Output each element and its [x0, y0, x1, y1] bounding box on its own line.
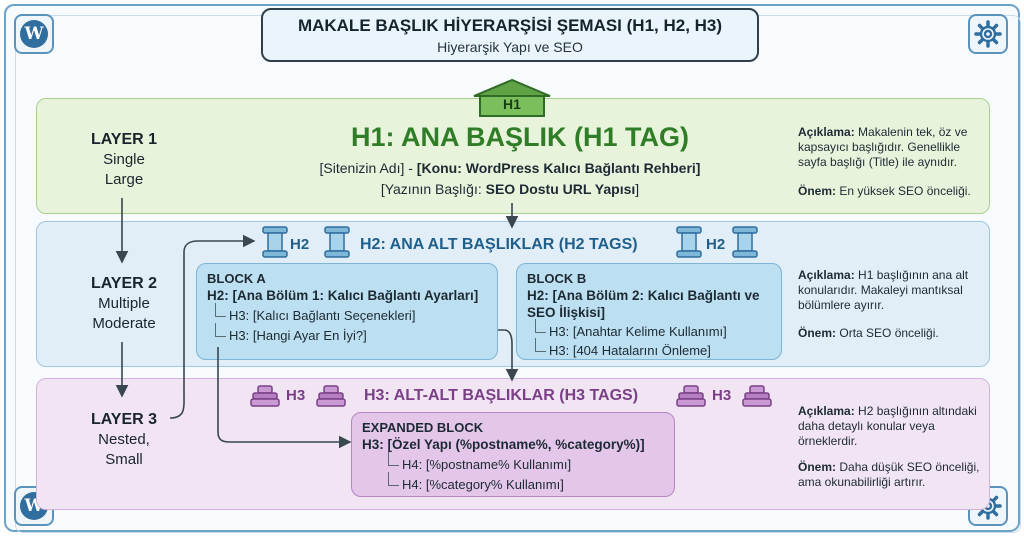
layer2-label: LAYER 2 Multiple Moderate — [58, 274, 190, 334]
h1-line-post-end: ] — [635, 181, 640, 197]
diagram-title-box: MAKALE BAŞLIK HİYERARŞİSİ ŞEMASI (H1, H2… — [261, 8, 759, 62]
wordpress-icon: W — [14, 14, 54, 54]
h1-line-post: [Yazının Başlığı: SEO Dostu URL Yapısı] — [240, 181, 780, 197]
stack-icon — [676, 385, 706, 407]
block-a-item: H3: [Hangi Ayar En İyi?] — [207, 323, 487, 344]
pillar-icon — [676, 226, 702, 258]
h3-badge-right: H3 — [712, 387, 732, 404]
pillar-icon — [262, 226, 288, 258]
layer3-desc-label: Açıklama: — [798, 404, 855, 418]
layer1-band — [36, 98, 990, 214]
layer2-line1: Multiple — [98, 295, 150, 312]
layer3-label: LAYER 3 Nested, Small — [58, 410, 190, 470]
layer3-importance: Önem: Daha düşük SEO önceliği, ama okuna… — [798, 460, 980, 490]
layer1-name: LAYER 1 — [90, 131, 158, 148]
expanded-block: EXPANDED BLOCK H3: [Özel Yapı (%postname… — [351, 412, 675, 497]
layer1-importance-text: En yüksek SEO önceliği. — [839, 184, 971, 198]
block-a-title: BLOCK A — [207, 271, 266, 286]
layer3-line1: Nested, — [98, 431, 150, 448]
layer1-line1: Single — [103, 151, 145, 168]
layer1-desc-text: Makalenin tek, öz ve kapsayıcı başlığıdı… — [798, 125, 968, 169]
diagram-title: MAKALE BAŞLIK HİYERARŞİSİ ŞEMASI (H1, H2… — [297, 16, 723, 35]
stack-icon — [742, 385, 772, 407]
layer1-importance: Önem: En yüksek SEO önceliği. — [798, 184, 980, 199]
expanded-block-item: H4: [%postname% Kullanımı] — [380, 452, 664, 473]
layer2-importance: Önem: Orta SEO önceliği. — [798, 326, 980, 341]
block-a-h2: H2: [Ana Bölüm 1: Kalıcı Bağlantı Ayarla… — [207, 288, 479, 303]
layer2-importance-label: Önem: — [798, 326, 837, 340]
layer1-desc-label: Açıklama: — [798, 125, 855, 139]
h1-line-site-bold: [Konu: WordPress Kalıcı Bağlantı Rehberi… — [416, 160, 701, 176]
block-b-item: H3: [Anahtar Kelime Kullanımı] — [527, 319, 771, 340]
layer2-description: Açıklama: H1 başlığının ana alt konuları… — [798, 268, 980, 313]
layer1-importance-label: Önem: — [798, 184, 837, 198]
layer2-desc-label: Açıklama: — [798, 268, 855, 282]
stack-icon — [250, 385, 280, 407]
diagram-subtitle: Hiyerarşik Yapı ve SEO — [437, 39, 583, 55]
layer3-description: Açıklama: H2 başlığının altındaki daha d… — [798, 404, 980, 449]
h1-line-site-plain: [Sitenizin Adı] - — [319, 160, 417, 176]
layer2-line2: Moderate — [92, 315, 156, 332]
h2-badge-right: H2 — [706, 236, 726, 253]
layer3-importance-label: Önem: — [798, 460, 837, 474]
house-icon — [473, 78, 551, 117]
h2-badge-left: H2 — [290, 236, 310, 253]
pillar-icon — [324, 226, 350, 258]
gear-icon — [968, 14, 1008, 54]
layer1-description: Açıklama: Makalenin tek, öz ve kapsayıcı… — [798, 125, 980, 170]
block-b-item: H3: [404 Hatalarını Önleme] — [527, 338, 771, 359]
block-a-item: H3: [Kalıcı Bağlantı Seçenekleri] — [207, 303, 487, 324]
expanded-block-title: EXPANDED BLOCK — [362, 420, 484, 435]
h3-heading: H3: ALT-ALT BAŞLIKLAR (H3 TAGS) — [364, 387, 639, 404]
block-a: BLOCK A H2: [Ana Bölüm 1: Kalıcı Bağlant… — [196, 263, 498, 360]
block-b: BLOCK B H2: [Ana Bölüm 2: Kalıcı Bağlant… — [516, 263, 782, 360]
expanded-block-h3: H3: [Özel Yapı (%postname%, %category%)] — [362, 437, 645, 452]
h2-heading: H2: ANA ALT BAŞLIKLAR (H2 TAGS) — [360, 236, 638, 253]
h1-badge: H1 — [503, 96, 521, 112]
h1-line-site: [Sitenizin Adı] - [Konu: WordPress Kalıc… — [240, 160, 780, 176]
block-b-title: BLOCK B — [527, 271, 587, 286]
stack-icon — [316, 385, 346, 407]
h1-line-post-plain: [Yazının Başlığı: — [380, 181, 486, 197]
layer2-desc-text: H1 başlığının ana alt konularıdır. Makal… — [798, 268, 969, 312]
pillar-icon — [732, 226, 758, 258]
layer3-line2: Small — [105, 451, 143, 468]
layer1-line2: Large — [104, 171, 144, 188]
layer2-name: LAYER 2 — [90, 275, 158, 292]
layer1-label: LAYER 1 Single Large — [58, 130, 190, 190]
block-b-h2: H2: [Ana Bölüm 2: Kalıcı Bağlantı ve SEO… — [527, 288, 760, 320]
expanded-block-item: H4: [%category% Kullanımı] — [380, 472, 664, 493]
layer2-importance-text: Orta SEO önceliği. — [839, 326, 939, 340]
layer3-importance-text: Daha düşük SEO önceliği, ama okunabilirl… — [798, 460, 980, 489]
h3-badge-left: H3 — [286, 387, 306, 404]
layer3-name: LAYER 3 — [90, 411, 158, 428]
h1-heading: H1: ANA BAŞLIK (H1 TAG) — [351, 122, 689, 152]
layer3-desc-text: H2 başlığının altındaki daha detaylı kon… — [798, 404, 977, 448]
h1-line-post-bold: SEO Dostu URL Yapısı — [485, 181, 636, 197]
